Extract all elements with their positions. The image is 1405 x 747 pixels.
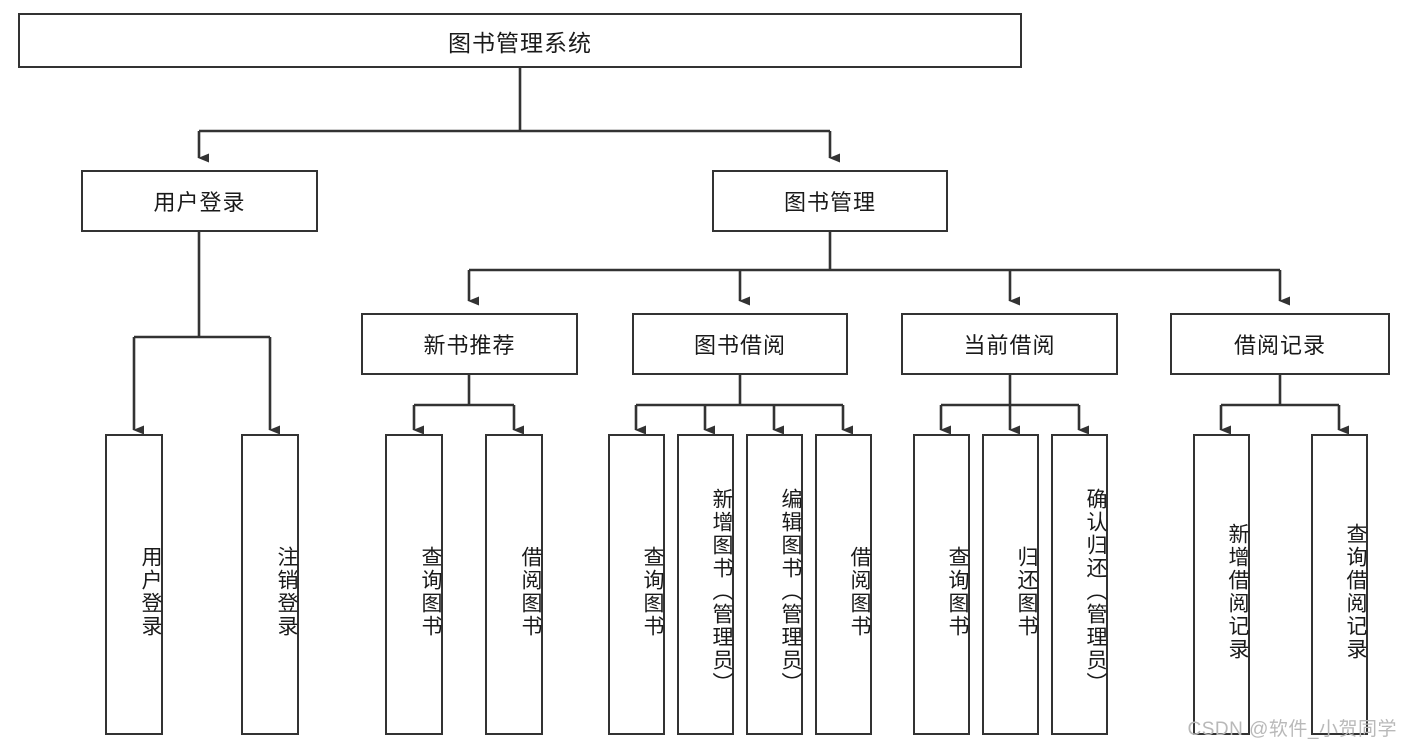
watermark-text: CSDN @软件_小贺同学 [1187, 719, 1397, 740]
leaf-user-login[interactable]: 用户登录 [105, 434, 163, 735]
leaf-add-borrow-record[interactable]: 新增借阅记录 [1193, 434, 1250, 735]
leaf-query-book-recommend[interactable]: 查询图书 [385, 434, 443, 735]
node-root-system[interactable]: 图书管理系统 [18, 13, 1022, 68]
node-book-borrow[interactable]: 图书借阅 [632, 313, 848, 375]
node-borrow-record[interactable]: 借阅记录 [1170, 313, 1390, 375]
leaf-query-book-borrow[interactable]: 查询图书 [608, 434, 665, 735]
leaf-borrow-book[interactable]: 借阅图书 [815, 434, 872, 735]
leaf-confirm-return-admin[interactable]: 确认归还（管理员） [1051, 434, 1108, 735]
leaf-borrow-book-recommend[interactable]: 借阅图书 [485, 434, 543, 735]
node-user-login[interactable]: 用户登录 [81, 170, 318, 232]
node-current-borrow[interactable]: 当前借阅 [901, 313, 1118, 375]
leaf-edit-book-admin[interactable]: 编辑图书（管理员） [746, 434, 803, 735]
node-new-book-recommend[interactable]: 新书推荐 [361, 313, 578, 375]
leaf-add-book-admin[interactable]: 新增图书（管理员） [677, 434, 734, 735]
leaf-query-book-current[interactable]: 查询图书 [913, 434, 970, 735]
leaf-logout-login[interactable]: 注销登录 [241, 434, 299, 735]
leaf-return-book[interactable]: 归还图书 [982, 434, 1039, 735]
leaf-query-borrow-record[interactable]: 查询借阅记录 [1311, 434, 1368, 735]
node-book-management[interactable]: 图书管理 [712, 170, 948, 232]
